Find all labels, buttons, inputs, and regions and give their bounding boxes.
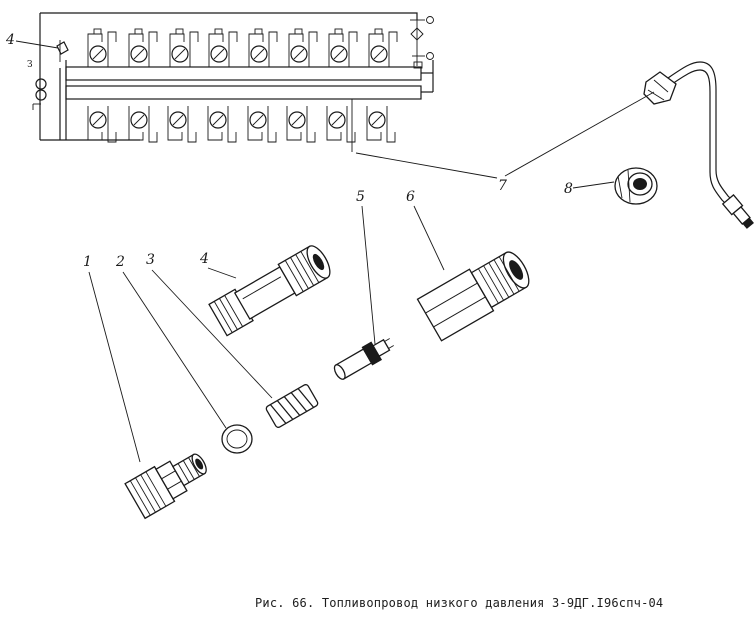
callout-4: 4 <box>199 251 209 267</box>
part-2-seal-ring <box>221 424 253 454</box>
fuel-system-schematic: З <box>27 12 434 152</box>
part-3-spring <box>265 384 319 428</box>
part-4-threaded-body <box>208 245 331 337</box>
fuel-pipe-assembly <box>643 61 754 229</box>
schematic-side-label: З <box>27 60 33 70</box>
part-6-hex-body <box>416 251 530 342</box>
callout-8: 8 <box>564 181 573 197</box>
callout-2: 2 <box>115 254 125 270</box>
upper-injector-row <box>87 28 398 67</box>
callout-5: 5 <box>356 189 365 205</box>
callout-labels: 1 2 3 4 5 6 7 8 4 <box>5 32 573 270</box>
callout-4-schematic: 4 <box>5 32 15 48</box>
callout-1: 1 <box>83 254 92 270</box>
callout-3: 3 <box>146 252 155 268</box>
part-5-valve <box>333 338 394 380</box>
part-8-nut <box>614 167 658 205</box>
callout-6: 6 <box>406 189 415 205</box>
figure-caption: Рис. 66. Топливопровод низкого давления … <box>255 596 664 610</box>
leader-lines <box>15 40 655 463</box>
part-1-union-fitting <box>124 453 207 520</box>
callout-7: 7 <box>498 178 507 194</box>
lower-injector-row <box>87 106 396 143</box>
